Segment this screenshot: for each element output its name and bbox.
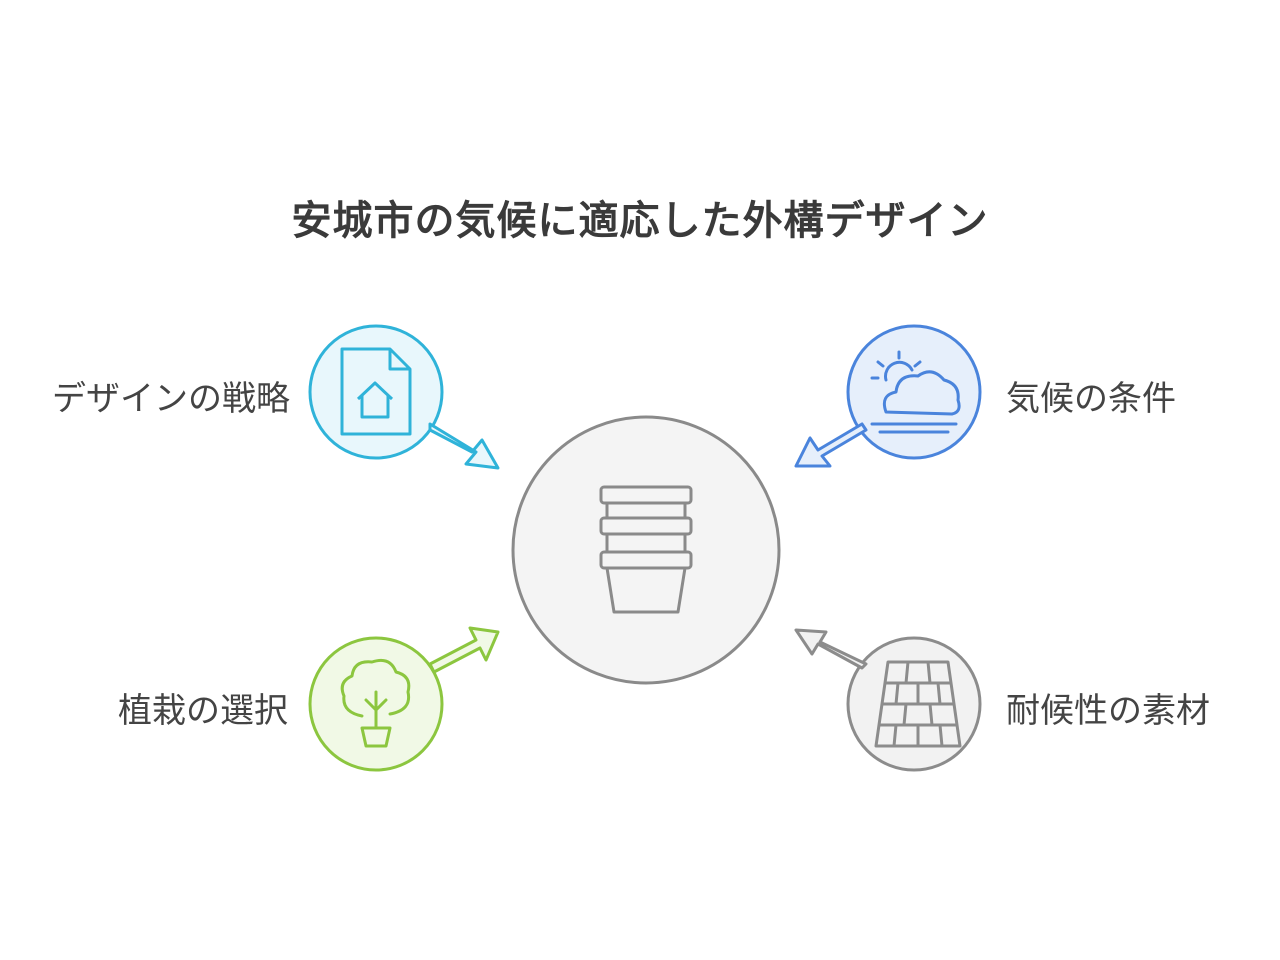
node-climate-conditions	[794, 324, 982, 468]
arrow-plant-to-center	[428, 626, 500, 674]
center-node	[511, 415, 781, 685]
label-design-strategy: デザインの戦略	[52, 379, 290, 419]
label-climate-conditions: 気候の条件	[1006, 379, 1176, 419]
diagram-title: 安城市の気候に適応した外構デザイン	[291, 198, 989, 244]
weather-sun-cloud-icon	[870, 350, 961, 434]
node-design-strategy	[308, 324, 500, 470]
document-house-icon	[340, 347, 412, 436]
stacked-pots-icon	[599, 485, 693, 614]
plant-pot-icon	[340, 658, 411, 748]
arrow-materials-to-center	[794, 628, 868, 670]
arrow-design-to-center	[428, 422, 500, 470]
label-plant-selection: 植栽の選択	[118, 691, 288, 731]
label-weather-resistant-materials: 耐候性の素材	[1006, 691, 1210, 731]
arrow-climate-to-center	[794, 422, 868, 468]
node-plant-selection	[308, 626, 500, 772]
tiles-icon	[874, 660, 962, 748]
node-weather-resistant-materials	[794, 628, 982, 772]
